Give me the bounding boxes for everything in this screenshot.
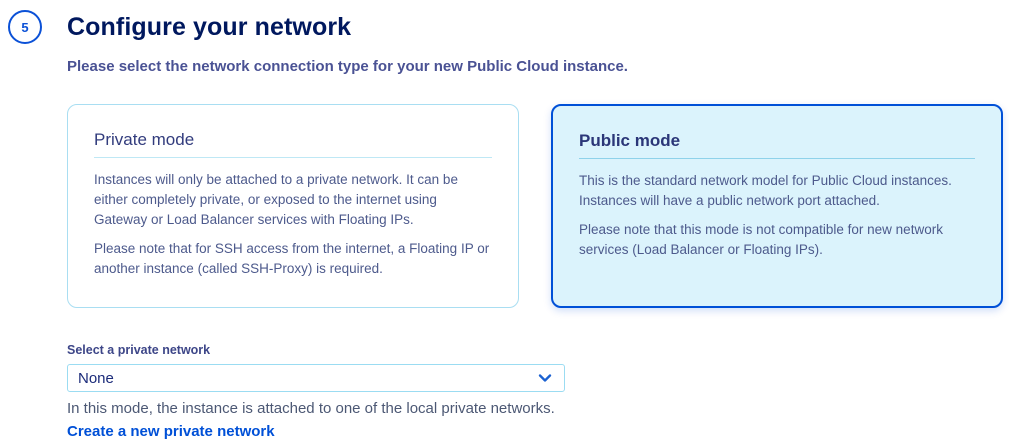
public-mode-title: Public mode [579,131,681,150]
private-mode-paragraph: Please note that for SSH access from the… [94,241,490,276]
private-network-selector: Select a private network None In this mo… [67,344,565,441]
private-network-select[interactable]: None [67,364,565,392]
private-mode-card[interactable]: Private mode Instances will only be atta… [67,104,519,308]
section-header: 5 Configure your network [0,0,1009,44]
public-mode-paragraph: This is the standard network model for P… [579,173,952,208]
section-subtitle: Please select the network connection typ… [67,58,628,75]
network-mode-cards: Private mode Instances will only be atta… [67,104,1003,308]
private-mode-title: Private mode [94,130,195,149]
public-mode-paragraph: Please note that this mode is not compat… [579,222,943,257]
private-network-label: Select a private network [67,343,211,357]
selected-network-value: None [78,369,114,387]
create-private-network-link[interactable]: Create a new private network [67,423,275,440]
step-number: 5 [21,19,29,35]
private-mode-paragraph: Instances will only be attached to a pri… [94,172,458,227]
card-divider [94,157,492,158]
step-number-badge: 5 [8,10,42,44]
page-title: Configure your network [67,13,352,41]
public-mode-card[interactable]: Public mode This is the standard network… [551,104,1003,308]
chevron-down-icon [536,369,554,387]
card-divider [579,158,975,159]
select-help-text: In this mode, the instance is attached t… [67,400,555,417]
